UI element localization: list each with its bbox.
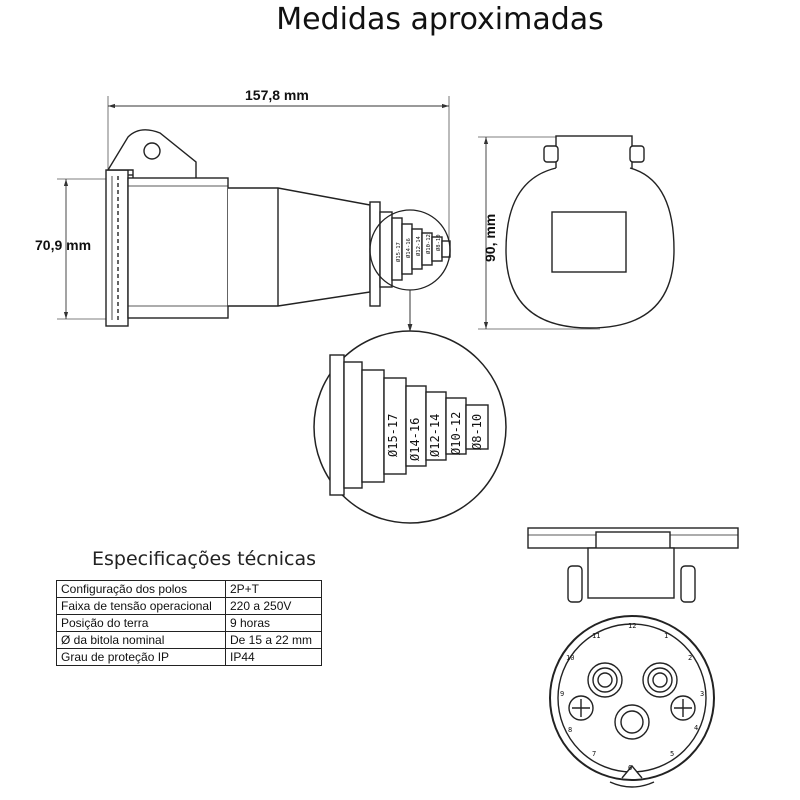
face-mark-3: 3 [700, 690, 704, 698]
svg-text:Ø15-17: Ø15-17 [395, 242, 402, 262]
side-view [57, 96, 451, 327]
face-markings: 12 1 2 3 4 5 6 7 8 9 10 11 [560, 622, 704, 772]
face-mark-1: 1 [664, 632, 668, 640]
face-mark-5: 5 [670, 750, 674, 758]
face-mark-8: 8 [568, 726, 572, 734]
table-row: Grau de proteção IP IP44 [56, 648, 322, 666]
length-dimension: 157,8 mm [245, 87, 309, 103]
gland-label-10-12: Ø10-12 [449, 412, 463, 455]
table-row: Ø da bitola nominal De 15 a 22 mm [56, 631, 322, 649]
spec-label: Ø da bitola nominal [56, 631, 226, 649]
spec-label: Faixa de tensão operacional [56, 597, 226, 615]
svg-text:Ø8-10: Ø8-10 [435, 234, 442, 251]
spec-value: 220 a 250V [225, 597, 322, 615]
gland-label-14-16: Ø14-16 [408, 418, 422, 461]
socket-face-view [527, 527, 739, 788]
page-title: Medidas aproximadas [276, 2, 604, 37]
svg-text:Ø12-14: Ø12-14 [415, 235, 422, 256]
spec-value: IP44 [225, 648, 322, 666]
table-row: Configuração dos polos 2P+T [56, 580, 322, 598]
svg-text:Ø10-12: Ø10-12 [425, 234, 432, 254]
diameter-dimension: 90, mm [482, 214, 498, 262]
spec-label: Posição do terra [56, 614, 226, 632]
height-dimension: 70,9 mm [35, 237, 91, 253]
face-mark-12: 12 [628, 622, 636, 630]
face-mark-7: 7 [592, 750, 596, 758]
spec-label: Grau de proteção IP [56, 648, 226, 666]
table-row: Posição do terra 9 horas [56, 614, 322, 632]
spec-label: Configuração dos polos [56, 580, 226, 598]
face-mark-9: 9 [560, 690, 564, 698]
spec-value: De 15 a 22 mm [225, 631, 322, 649]
spec-value: 9 horas [225, 614, 322, 632]
spec-title: Especificações técnicas [92, 548, 317, 570]
table-row: Faixa de tensão operacional 220 a 250V [56, 597, 322, 615]
small-gland-labels: Ø15-17 Ø14-16 Ø12-14 Ø10-12 Ø8-10 [395, 234, 442, 262]
gland-label-8-10: Ø8-10 [470, 414, 484, 450]
detail-gland [329, 354, 489, 496]
spec-table: Configuração dos polos 2P+T Faixa de ten… [56, 580, 322, 666]
gland-label-12-14: Ø12-14 [428, 414, 442, 457]
front-view [478, 135, 675, 330]
face-mark-6: 6 [628, 764, 632, 772]
detail-gland-labels: Ø15-17 Ø14-16 Ø12-14 Ø10-12 Ø8-10 [386, 412, 484, 461]
gland-label-15-17: Ø15-17 [386, 414, 400, 457]
face-mark-4: 4 [694, 724, 698, 732]
face-mark-2: 2 [688, 654, 692, 662]
spec-value: 2P+T [225, 580, 322, 598]
face-mark-10: 10 [566, 654, 574, 662]
face-mark-11: 11 [592, 632, 600, 640]
svg-text:Ø14-16: Ø14-16 [405, 238, 412, 258]
